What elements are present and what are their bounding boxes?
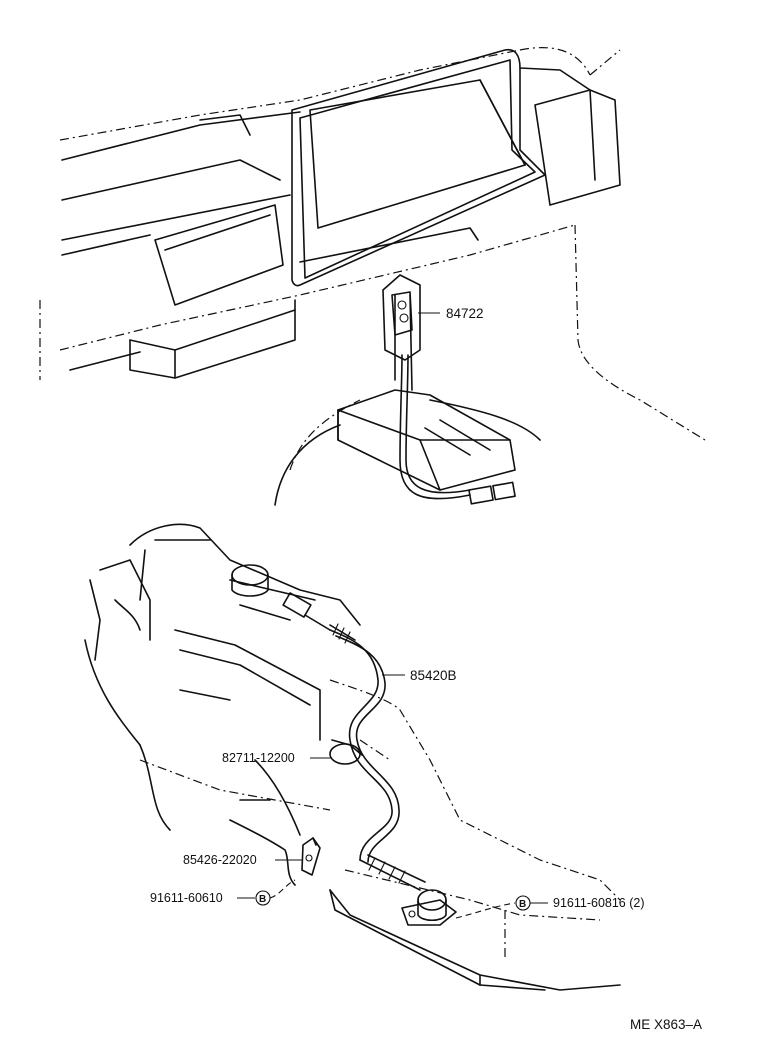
bolt-marker-left-letter: B xyxy=(259,894,266,905)
transmission-illustration xyxy=(84,523,621,991)
clamp-82711 xyxy=(329,739,363,765)
speedometer-cable xyxy=(329,623,457,926)
part-label-91611-60610: 91611-60610 xyxy=(150,891,223,905)
part-label-91611-60816: 91611-60816 (2) xyxy=(553,896,645,910)
dashboard-illustration xyxy=(39,47,706,441)
part-label-84722: 84722 xyxy=(446,306,484,321)
part-label-85426: 85426-22020 xyxy=(183,853,257,867)
part-label-82711: 82711-12200 xyxy=(222,751,295,765)
part-label-85420b: 85420B xyxy=(410,668,457,683)
shifter-illustration xyxy=(274,274,541,506)
figure-code: ME X863–A xyxy=(630,1017,702,1032)
bracket-85426 xyxy=(301,837,321,876)
bolt-marker-right-letter: B xyxy=(519,899,526,910)
